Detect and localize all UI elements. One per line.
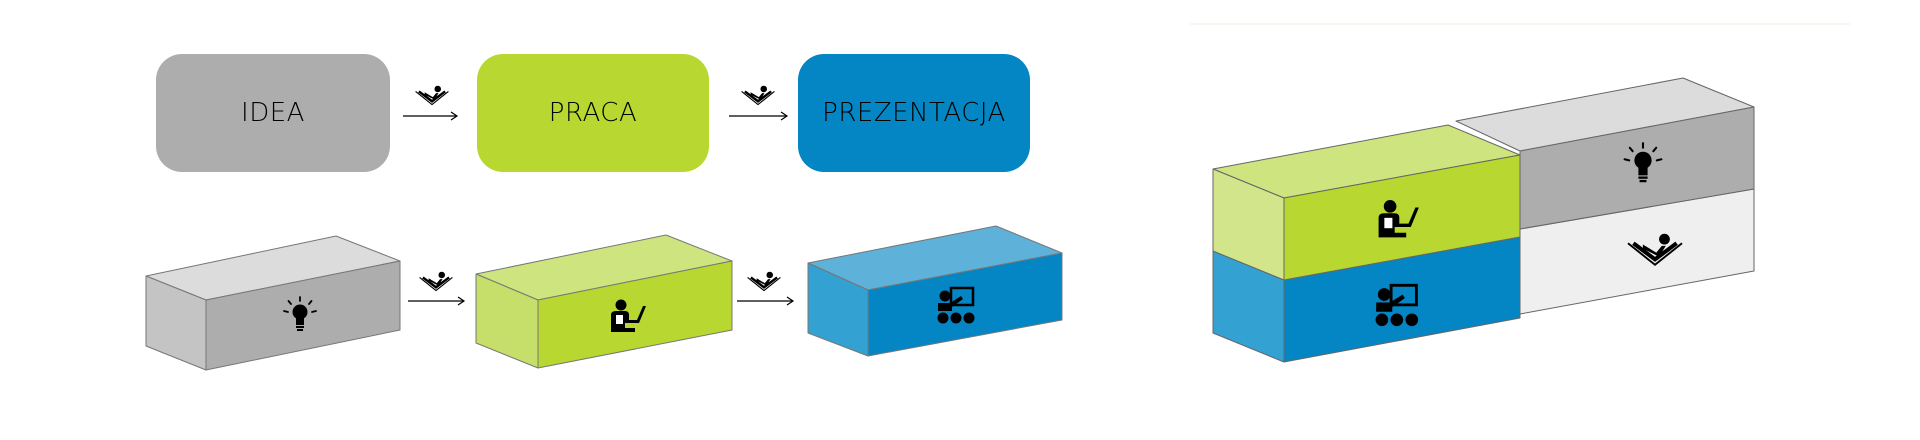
person-at-laptop-icon <box>611 299 646 332</box>
reclining-person-icon <box>746 270 782 292</box>
connector-arrow-4 <box>737 270 795 306</box>
lightbulb-icon <box>283 296 317 332</box>
block-idea <box>145 235 401 371</box>
reclining-person-icon <box>740 84 776 106</box>
connector-arrow-1 <box>403 84 459 121</box>
stage-label-idea: IDEA <box>241 98 305 128</box>
stack-block-light <box>1519 188 1755 315</box>
block-prezentacja <box>807 225 1063 357</box>
reclining-person-icon <box>1628 234 1682 265</box>
reclining-person-icon <box>418 270 454 292</box>
presenter-audience-icon <box>1374 283 1420 328</box>
lightbulb-icon <box>1623 142 1663 184</box>
stage-label-praca: PRACA <box>548 98 638 128</box>
stage-label-prezentacja: PREZENTACJA <box>822 98 1006 128</box>
stage-box-idea: IDEA <box>156 54 390 172</box>
stack-block-idea <box>1455 77 1755 230</box>
stack-block-praca <box>1212 124 1521 281</box>
connector-arrow-3 <box>408 270 466 306</box>
person-at-laptop-icon <box>1378 200 1419 238</box>
block-praca <box>475 234 733 369</box>
stage-box-prezentacja: PREZENTACJA <box>798 54 1030 172</box>
presenter-audience-icon <box>936 286 976 325</box>
stack-block-prezentacja <box>1212 236 1521 363</box>
stage-box-praca: PRACA <box>477 54 709 172</box>
connector-arrow-2 <box>729 84 789 121</box>
reclining-person-icon <box>414 84 450 106</box>
